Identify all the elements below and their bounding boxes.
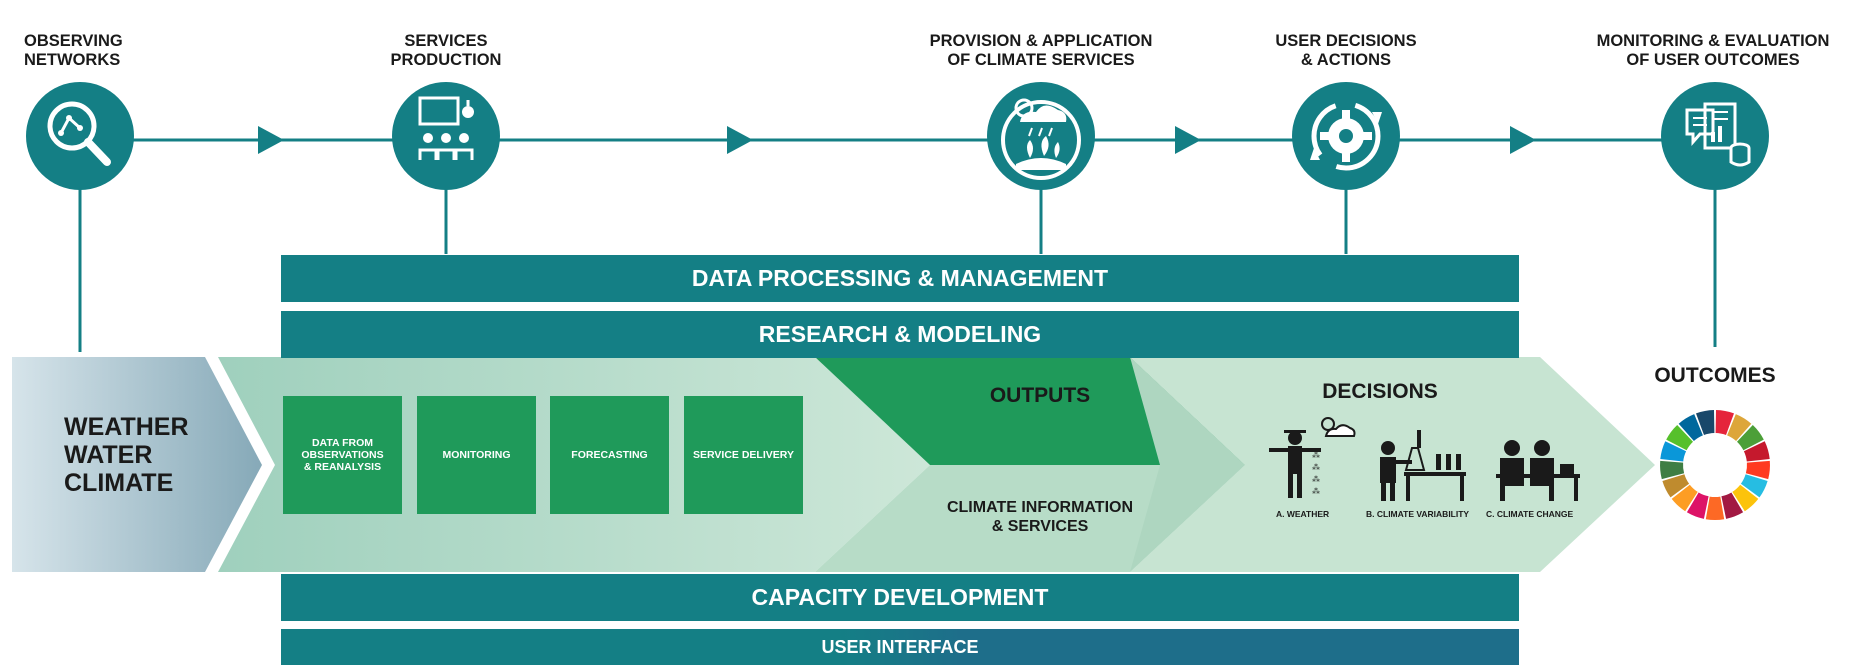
sdg-wheel-segment	[1705, 496, 1725, 520]
svg-text:⁂: ⁂	[1312, 486, 1320, 496]
sdg-wheel-center	[1685, 435, 1745, 495]
sdg-wheel-segment	[1732, 484, 1759, 512]
report-database-icon	[1685, 102, 1751, 167]
arrowhead-1	[258, 126, 284, 154]
weather-plants-icon	[1001, 98, 1081, 180]
decisions-inner-shade	[1130, 357, 1245, 572]
stage-title-observing-networks: OBSERVING NETWORKS	[24, 32, 123, 69]
decision-caption-weather: A. WEATHER	[1276, 509, 1330, 519]
stage-title-monitoring-evaluation: MONITORING & EVALUATION OF USER OUTCOMES	[1596, 32, 1830, 69]
outcomes-heading: OUTCOMES	[1654, 364, 1776, 387]
stage-circle-1	[26, 82, 134, 190]
sdg-wheel-segment	[1740, 474, 1768, 498]
arrowhead-2	[727, 126, 753, 154]
sdg-wheel-segment	[1696, 410, 1715, 435]
inputs-label: WEATHER WATER CLIMATE	[64, 413, 189, 497]
sdg-wheel-segment	[1686, 492, 1709, 519]
sdg-wheel-segment	[1671, 484, 1698, 512]
sdg-wheel-segment	[1678, 414, 1703, 441]
process-box-forecasting: FORECASTING	[550, 396, 669, 514]
sdg-wheel-segment	[1737, 425, 1764, 451]
outputs-label: CLIMATE INFORMATION & SERVICES	[946, 499, 1134, 535]
svg-text:⁂: ⁂	[1312, 462, 1320, 472]
decisions-heading: DECISIONS	[1322, 380, 1438, 403]
presentation-people-icon	[418, 96, 474, 160]
arrowhead-3	[1175, 126, 1201, 154]
capacity-development-bar: CAPACITY DEVELOPMENT	[281, 574, 1519, 621]
inputs-chevron	[12, 357, 262, 572]
user-interface-bar: USER INTERFACE	[281, 629, 1519, 665]
sdg-wheel-segment	[1662, 474, 1690, 498]
sdg-wheel-segment	[1666, 425, 1693, 451]
people-meeting-icon	[1496, 440, 1580, 501]
arrowhead-4	[1510, 126, 1536, 154]
process-box-service-delivery: SERVICE DELIVERY	[684, 396, 803, 514]
magnifier-network-icon	[47, 101, 111, 166]
sdg-wheel-segment	[1715, 410, 1734, 435]
svg-text:⁂: ⁂	[1312, 450, 1320, 460]
decision-caption-climate-change: C. CLIMATE CHANGE	[1486, 509, 1574, 519]
stage-title-provision-application: PROVISION & APPLICATION OF CLIMATE SERVI…	[929, 32, 1153, 69]
sdg-wheel-segment	[1660, 441, 1687, 462]
scientist-lab-icon	[1380, 430, 1466, 501]
stage-title-services-production: SERVICES PRODUCTION	[390, 32, 502, 69]
sdg-wheel-icon	[1660, 410, 1770, 520]
farmer-weather-icon: ⁂ ⁂ ⁂ ⁂	[1269, 417, 1356, 498]
sdg-wheel-segment	[1660, 460, 1685, 480]
process-box-monitoring: MONITORING	[417, 396, 536, 514]
svg-text:⁂: ⁂	[1312, 474, 1320, 484]
outputs-heading: OUTPUTS	[989, 384, 1091, 407]
stage-title-user-decisions: USER DECISIONS & ACTIONS	[1275, 32, 1417, 69]
sdg-wheel-segment	[1727, 414, 1752, 441]
sdg-wheel-segment	[1721, 492, 1744, 519]
sdg-wheel-segment	[1745, 460, 1770, 480]
sdg-wheel-segment	[1743, 441, 1770, 462]
data-processing-bar: DATA PROCESSING & MANAGEMENT	[281, 255, 1519, 302]
stage-circles	[26, 82, 1769, 190]
stage-circle-3	[987, 82, 1095, 190]
gear-cycle-icon	[1310, 101, 1382, 171]
process-box-data-from-observations: DATA FROM OBSERVATIONS & REANALYSIS	[283, 396, 402, 514]
flow-arrowheads	[258, 126, 1536, 154]
research-modeling-bar: RESEARCH & MODELING	[281, 311, 1519, 358]
decision-caption-climate-variability: B. CLIMATE VARIABILITY	[1366, 509, 1470, 519]
